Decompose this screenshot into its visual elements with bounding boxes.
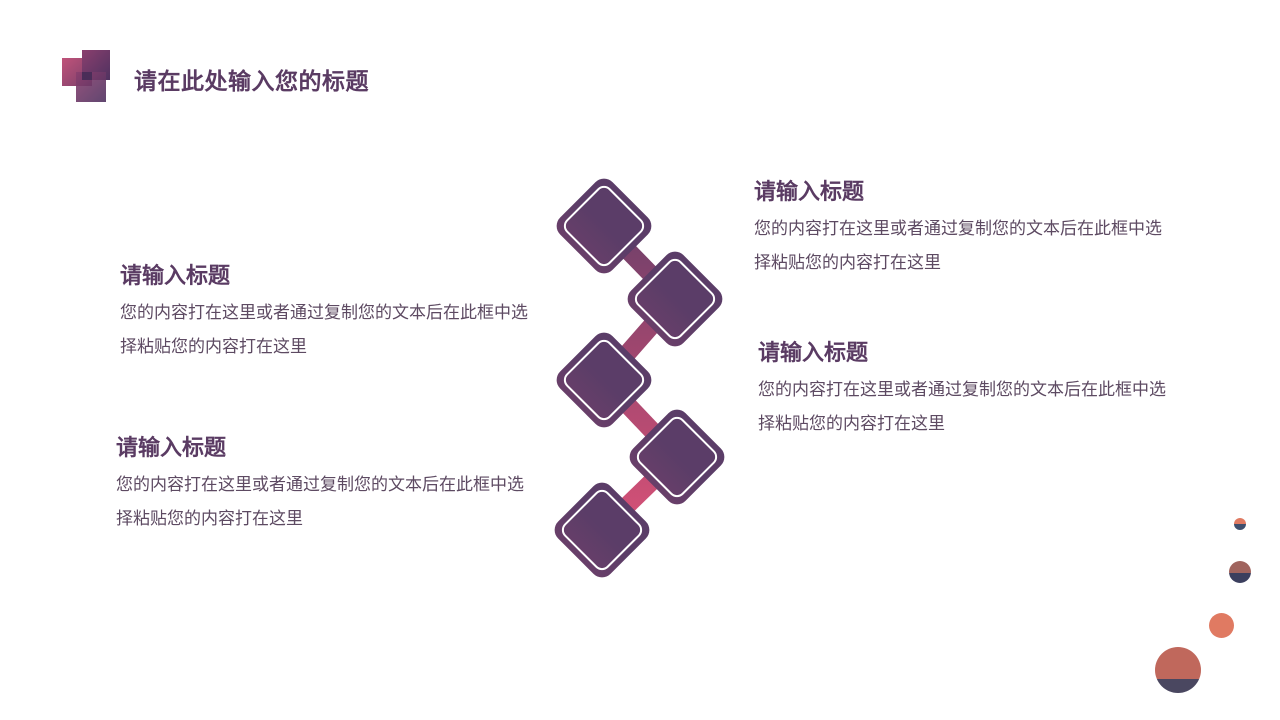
text-block-left-bottom: 请输入标题 您的内容打在这里或者通过复制您的文本后在此框中选 择粘贴您的内容打在…: [116, 434, 586, 536]
block-body-line: 您的内容打在这里或者通过复制您的文本后在此框中选: [754, 219, 1162, 239]
block-body: 您的内容打在这里或者通过复制您的文本后在此框中选 择粘贴您的内容打在这里: [116, 468, 586, 536]
decor-circle-medium: [1229, 561, 1251, 583]
block-title: 请输入标题: [120, 264, 231, 289]
diamond-4: [629, 409, 725, 505]
diamond-1: [556, 178, 652, 274]
logo-squares-icon: [62, 50, 110, 102]
diamond-2: [627, 251, 723, 347]
decor-circle-large: [1155, 647, 1201, 693]
block-body: 您的内容打在这里或者通过复制您的文本后在此框中选 择粘贴您的内容打在这里: [758, 373, 1228, 441]
text-block-left-top: 请输入标题 您的内容打在这里或者通过复制您的文本后在此框中选 择粘贴您的内容打在…: [120, 262, 590, 364]
block-title: 请输入标题: [758, 341, 869, 366]
block-body-line: 择粘贴您的内容打在这里: [116, 509, 303, 529]
block-body-line: 您的内容打在这里或者通过复制您的文本后在此框中选: [758, 380, 1166, 400]
block-body: 您的内容打在这里或者通过复制您的文本后在此框中选 择粘贴您的内容打在这里: [120, 296, 590, 364]
page-title: 请在此处输入您的标题: [134, 69, 369, 95]
block-title: 请输入标题: [754, 180, 865, 205]
block-body-line: 择粘贴您的内容打在这里: [758, 414, 945, 434]
block-body-line: 择粘贴您的内容打在这里: [754, 253, 941, 273]
text-block-right-top: 请输入标题 您的内容打在这里或者通过复制您的文本后在此框中选 择粘贴您的内容打在…: [754, 178, 1224, 280]
decor-circle-orange: [1209, 613, 1234, 638]
block-body: 您的内容打在这里或者通过复制您的文本后在此框中选 择粘贴您的内容打在这里: [754, 212, 1224, 280]
diamond-3: [556, 332, 652, 428]
text-block-right-bottom: 请输入标题 您的内容打在这里或者通过复制您的文本后在此框中选 择粘贴您的内容打在…: [758, 339, 1228, 441]
decor-circle-small: [1234, 518, 1246, 530]
block-body-line: 择粘贴您的内容打在这里: [120, 337, 307, 357]
block-body-line: 您的内容打在这里或者通过复制您的文本后在此框中选: [120, 303, 528, 323]
diamond-5: [554, 482, 650, 578]
block-body-line: 您的内容打在这里或者通过复制您的文本后在此框中选: [116, 475, 524, 495]
diamond-chain-graphic: [554, 178, 725, 578]
block-title: 请输入标题: [116, 436, 227, 461]
